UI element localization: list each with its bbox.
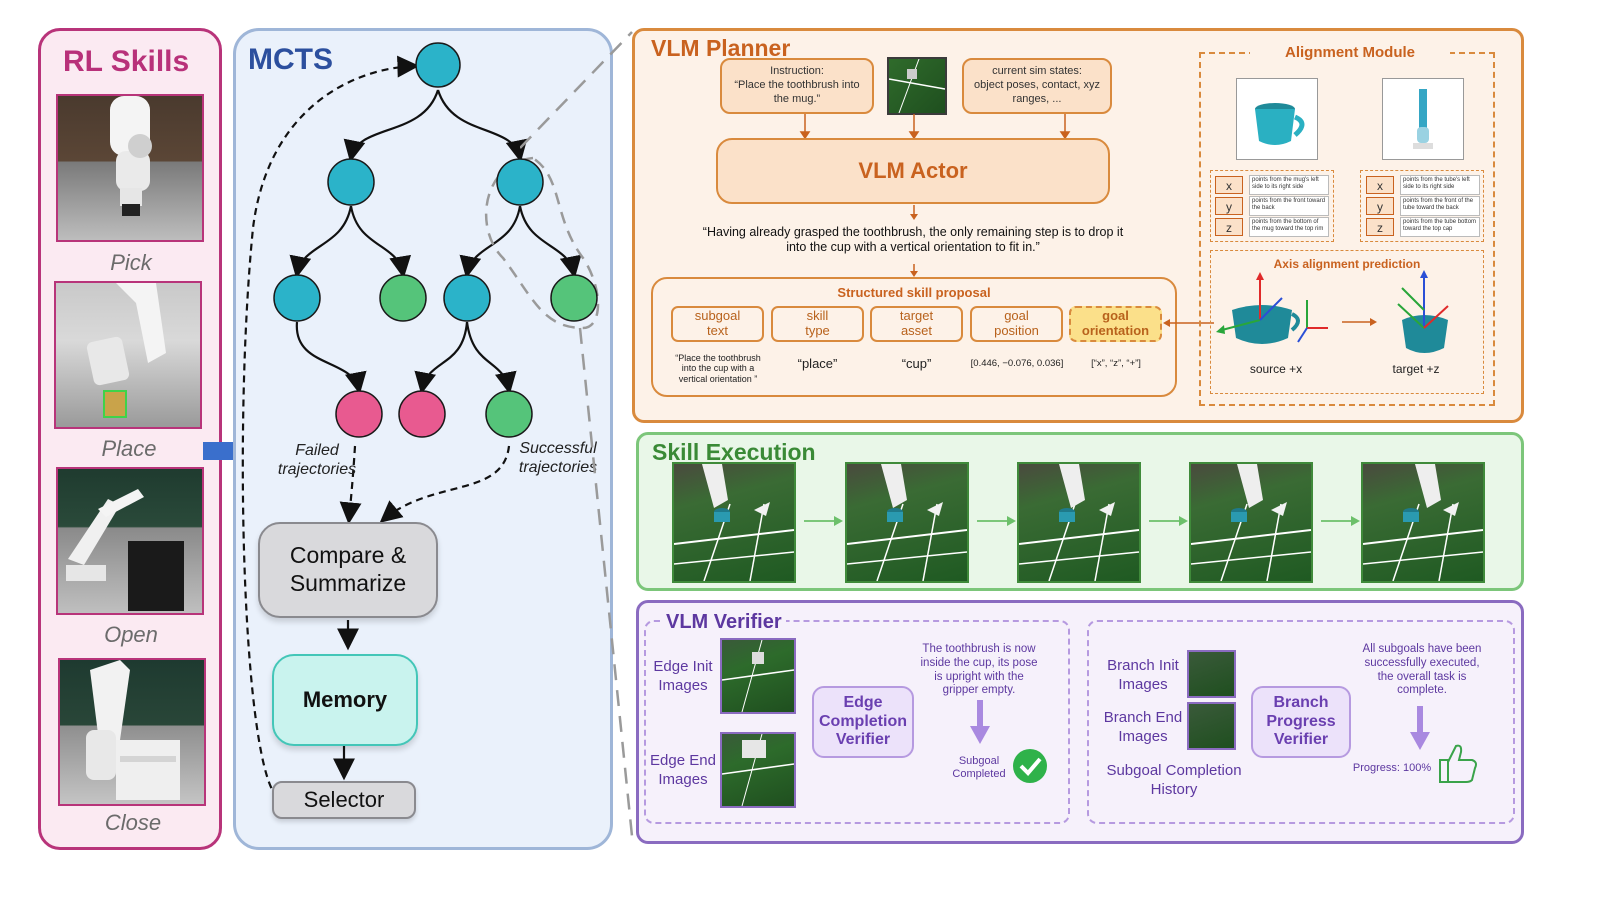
- source-axis-label: source +x: [1249, 362, 1303, 376]
- planner-input-arrows: [799, 114, 1071, 140]
- execution-step-arrow-icon: [1321, 514, 1361, 533]
- edge-init-label: Edge Init Images: [653, 658, 713, 694]
- subgoal-completed-label: Subgoal Completed: [952, 755, 1006, 780]
- edge-down-arrow-icon: [970, 700, 990, 744]
- branch-init-label: Branch Init Images: [1107, 657, 1179, 693]
- mug-axis-table: [1210, 170, 1334, 242]
- execution-frame-5: [1361, 462, 1485, 583]
- branch-verifier-frame: [1087, 620, 1515, 824]
- brush-axis-table: [1360, 170, 1484, 242]
- brush-axis-1-key: y: [1366, 197, 1394, 215]
- mug-axis-2-key: z: [1215, 218, 1243, 236]
- execution-frame-2: [845, 462, 969, 583]
- vlm-planner-title: VLM Planner: [651, 35, 791, 61]
- orientation-feedback-arrow-icon: [1163, 319, 1214, 327]
- subgoal-history-label: Subgoal Completion History: [1106, 762, 1242, 798]
- zoom-guide-lines: [520, 31, 634, 837]
- axis-prediction-diagram: [1216, 270, 1449, 353]
- skill-caption-close: Close: [104, 810, 162, 835]
- close-skill-image: [58, 658, 206, 806]
- edge-verifier-statement: The toothbrush is now inside the cup, it…: [920, 643, 1038, 697]
- brush-axis-2-description: points from the tube bottom toward the t…: [1400, 217, 1480, 237]
- proposal-value-subgoal: “Place the toothbrush into the cup with …: [675, 353, 761, 384]
- proposal-value-skill: “place”: [797, 356, 838, 371]
- branch-end-image: [1187, 702, 1236, 750]
- mug-image: [1236, 78, 1318, 160]
- alignment-module-title: Alignment Module: [1250, 44, 1450, 61]
- compare-summarize-box: Compare & Summarize: [258, 522, 438, 618]
- skill-caption-place: Place: [101, 436, 157, 461]
- branch-down-arrow-icon: [1410, 706, 1430, 750]
- execution-step-arrow-icon: [1149, 514, 1189, 533]
- sim-states-box: current sim states: object poses, contac…: [962, 58, 1112, 114]
- thumbs-up-icon: [1439, 744, 1477, 783]
- axis-prediction-frame: [1210, 250, 1484, 394]
- actor-output-arrow-icon: [910, 205, 918, 220]
- mug-axis-0-key: x: [1215, 176, 1243, 194]
- open-skill-image: [56, 467, 204, 615]
- mcts-tree: [241, 42, 600, 799]
- branch-end-label: Branch End Images: [1103, 709, 1183, 745]
- proposal-value-orientation: [“x”, “z”, “+”]: [1091, 358, 1141, 369]
- target-axis-label: target +z: [1392, 362, 1440, 376]
- proposal-field-asset: target asset: [870, 306, 963, 342]
- proposal-field-orientation: goal orientation: [1069, 306, 1162, 342]
- skill-caption-open: Open: [104, 622, 158, 647]
- brush-axis-0-description: points from the tube's left side to its …: [1400, 175, 1480, 195]
- edge-end-label: Edge End Images: [650, 752, 716, 788]
- proposal-field-skill: skill type: [771, 306, 864, 342]
- branch-progress-verifier-box: Branch Progress Verifier: [1251, 686, 1351, 758]
- structured-proposal-frame: [651, 277, 1177, 397]
- rl-skills-title: RL Skills: [63, 45, 190, 78]
- mug-axis-0-description: points from the mug's left side to its r…: [1249, 175, 1329, 195]
- branch-init-image: [1187, 650, 1236, 698]
- proposal-value-asset: “cup”: [901, 356, 932, 371]
- execution-frame-3: [1017, 462, 1141, 583]
- execution-step-arrow-icon: [804, 514, 844, 533]
- brush-axis-1-description: points from the front of the tube toward…: [1400, 196, 1480, 216]
- place-skill-image: [54, 281, 202, 429]
- skill-execution-title: Skill Execution: [652, 439, 816, 465]
- successful-trajectories-label: Successful trajectories: [518, 440, 598, 477]
- memory-box: Memory: [272, 654, 418, 746]
- actor-reasoning-text: “Having already grasped the toothbrush, …: [702, 225, 1124, 254]
- proposal-title: Structured skill proposal: [837, 285, 991, 300]
- proposal-value-position: [0.446, −0.076, 0.036]: [970, 358, 1064, 369]
- progress-label: Progress: 100%: [1352, 762, 1432, 774]
- mcts-title: MCTS: [248, 43, 333, 76]
- brush-axis-2-key: z: [1366, 218, 1394, 236]
- failed-trajectories-label: Failed trajectories: [277, 442, 357, 479]
- toothbrush-image: [1382, 78, 1464, 160]
- edge-completion-verifier-box: Edge Completion Verifier: [812, 686, 914, 758]
- current-view-image: [887, 57, 947, 115]
- proposal-field-subgoal: subgoal text: [671, 306, 764, 342]
- reasoning-arrow-icon: [910, 264, 918, 277]
- vlm-actor-box: VLM Actor: [716, 138, 1110, 204]
- execution-step-arrow-icon: [977, 514, 1017, 533]
- edge-verifier-frame: [644, 620, 1070, 824]
- pick-skill-image: [56, 94, 204, 242]
- brush-axis-0-key: x: [1366, 176, 1394, 194]
- axis-prediction-title: Axis alignment prediction: [1273, 257, 1421, 271]
- proposal-field-position: goal position: [970, 306, 1063, 342]
- mcts-panel: MCTS: [233, 28, 613, 850]
- execution-frame-1: [672, 462, 796, 583]
- vlm-verifier-title: VLM Verifier: [662, 611, 786, 634]
- mug-axis-1-description: points from the front toward the back: [1249, 196, 1329, 216]
- execution-frame-4: [1189, 462, 1313, 583]
- edge-end-image: [720, 732, 796, 808]
- selector-box: Selector: [272, 781, 416, 819]
- instruction-box: Instruction: “Place the toothbrush into …: [720, 58, 874, 114]
- edge-init-image: [720, 638, 796, 714]
- mug-axis-1-key: y: [1215, 197, 1243, 215]
- skill-caption-pick: Pick: [110, 250, 152, 275]
- check-circle-icon: [1013, 749, 1047, 783]
- mug-axis-2-description: points from the bottom of the mug toward…: [1249, 217, 1329, 237]
- branch-verifier-statement: All subgoals have been successfully exec…: [1362, 643, 1482, 697]
